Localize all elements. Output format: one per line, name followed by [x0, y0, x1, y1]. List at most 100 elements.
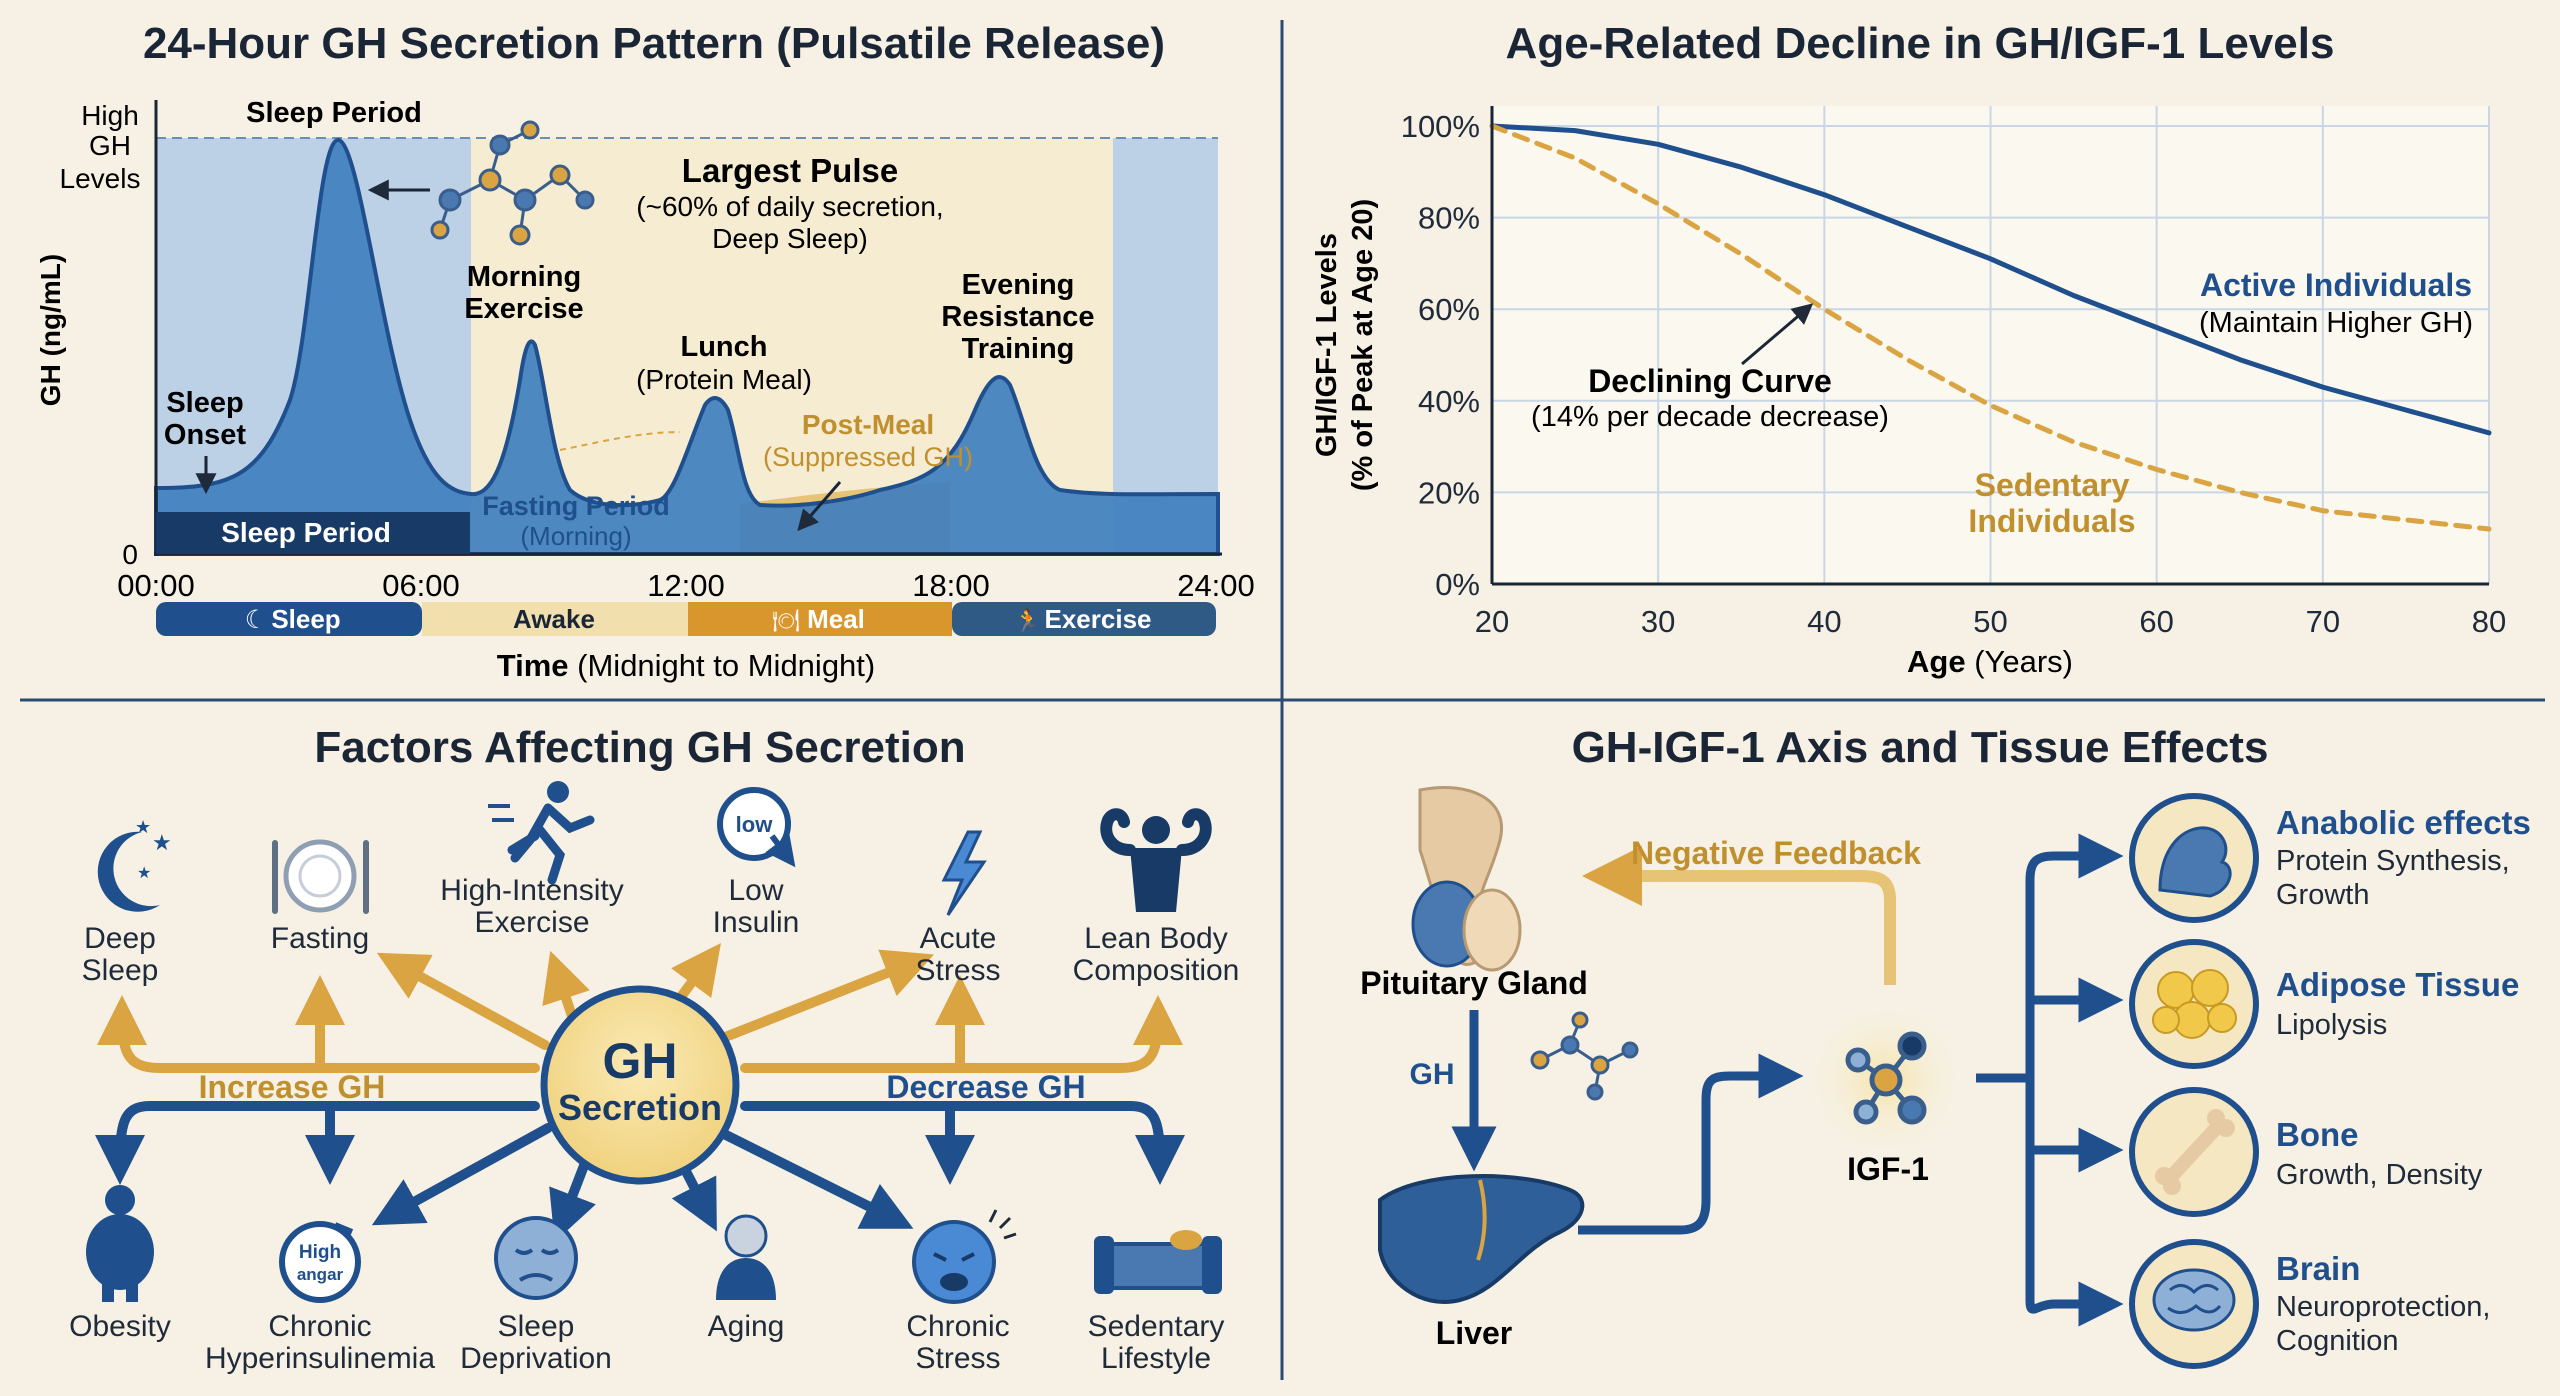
x-tick-1800: 18:00 — [912, 568, 990, 603]
igf1-label: IGF-1 — [1847, 1151, 1929, 1187]
factor-hyperinsulinemia-2: Hyperinsulinemia — [205, 1342, 435, 1375]
factor-lean-body-2: Composition — [1073, 954, 1240, 987]
fasting-trend-dashed — [559, 431, 681, 451]
effect-brain-sub2: Cognition — [2276, 1325, 2399, 1357]
largest-pulse-sub2: Deep Sleep) — [712, 223, 868, 254]
panel4-title: GH-IGF-1 Axis and Tissue Effects — [1572, 723, 2269, 772]
legend-meal-pill — [688, 602, 952, 636]
declining-curve-arrow — [1741, 303, 1814, 366]
active-title: Active Individuals — [2200, 267, 2472, 303]
factor-lean-body-1: Lean Body — [1084, 922, 1227, 955]
panel1-title: 24-Hour GH Secretion Pattern (Pulsatile … — [143, 19, 1165, 68]
factor-sedentary-2: Lifestyle — [1101, 1342, 1211, 1375]
panel-axis-effects: GH-IGF-1 Axis and Tissue Effects Pituita… — [1360, 723, 2531, 1369]
effect-anabolic-sub2: Growth — [2276, 879, 2369, 911]
high-sugar-gauge-icon: High angar — [279, 1221, 361, 1303]
effect-brain — [2129, 1239, 2259, 1369]
moon-icon: ☾ — [245, 606, 267, 634]
sleep-onset-line1: Sleep — [166, 387, 243, 419]
effect-anabolic-title: Anabolic effects — [2276, 804, 2531, 841]
muscle-icon — [2158, 826, 2232, 898]
gh-secretion-center — [540, 985, 740, 1185]
y-tick-100: 100% — [1401, 109, 1480, 144]
factor-chronic-stress-2: Stress — [915, 1342, 1000, 1375]
post-meal-title: Post-Meal — [802, 409, 934, 440]
lightning-bolt-icon — [941, 830, 987, 916]
running-person-icon — [488, 781, 595, 885]
largest-pulse-sub1: (~60% of daily secretion, — [636, 191, 943, 222]
factor-sleep-deprivation-2: Deprivation — [460, 1342, 612, 1375]
legend-sleep-pill — [156, 602, 422, 636]
increase-arrows — [97, 942, 1183, 1073]
low-badge-text: low — [736, 812, 774, 837]
gh-molecule-icon — [1530, 1011, 1639, 1101]
morning-exercise-line1: Morning — [467, 261, 581, 293]
igf1-molecule-icon — [1845, 1031, 1927, 1125]
couch-icon — [1094, 1230, 1222, 1294]
evening-line1: Evening — [962, 269, 1075, 301]
effect-bone-sub: Growth, Density — [2276, 1159, 2483, 1191]
decrease-gh-label: Decrease GH — [886, 1069, 1085, 1105]
x-tick-50: 50 — [1973, 604, 2007, 639]
factor-deep-sleep-2: Sleep — [82, 954, 159, 987]
effect-muscle — [2129, 793, 2259, 923]
high-badge-line2: angar — [297, 1265, 344, 1284]
legend-awake-label: Awake — [513, 604, 595, 634]
lunch-sub: (Protein Meal) — [636, 364, 812, 395]
y-high-line3: Levels — [60, 163, 141, 194]
factor-hiit-1: High-Intensity — [440, 874, 623, 907]
legend-exercise-label: Exercise — [1045, 604, 1152, 634]
liver-to-igf1-arrow — [1578, 1053, 1804, 1235]
sleep-band-right — [1113, 138, 1218, 554]
panel-gh-secretion-pattern: 24-Hour GH Secretion Pattern (Pulsatile … — [35, 19, 1255, 683]
x-tick-80: 80 — [2472, 604, 2506, 639]
runner-icon: 🏃 — [1014, 608, 1041, 633]
y-high-line2: GH — [89, 130, 131, 161]
molecule-icon — [430, 120, 595, 246]
factor-acute-stress-1: Acute — [920, 922, 997, 955]
effect-bone — [2129, 1087, 2259, 1217]
fasting-sub: (Morning) — [520, 521, 631, 551]
panel2-title: Age-Related Decline in GH/IGF-1 Levels — [1506, 19, 2335, 68]
y-zero: 0 — [122, 539, 138, 570]
plate-fork-knife-icon — [272, 839, 369, 914]
factor-hyperinsulinemia-1: Chronic — [268, 1310, 371, 1343]
brain-icon — [2152, 1268, 2236, 1332]
active-sub: (Maintain Higher GH) — [2199, 307, 2473, 339]
tired-face-icon — [494, 1216, 578, 1300]
x-tick-60: 60 — [2139, 604, 2173, 639]
gh-secretion-curve — [154, 137, 1220, 556]
igf1-branch-arrows — [1976, 833, 2124, 1327]
x-tick-0000: 00:00 — [117, 568, 195, 603]
post-meal-sub: (Suppressed GH) — [763, 442, 973, 472]
elderly-person-icon — [716, 1214, 776, 1300]
pituitary-gland-icon — [1411, 785, 1522, 972]
morning-exercise-line2: Exercise — [464, 293, 583, 325]
center-line1: GH — [603, 1033, 678, 1089]
factor-fasting: Fasting — [271, 922, 369, 955]
decrease-arrows — [95, 1101, 1185, 1243]
y-tick-40: 40% — [1418, 384, 1480, 419]
sleep-onset-line2: Onset — [164, 419, 247, 451]
effect-bone-title: Bone — [2276, 1116, 2359, 1153]
sedentary-line1: Sedentary — [1975, 467, 2130, 503]
gh-label: GH — [1410, 1058, 1455, 1091]
stressed-face-icon — [912, 1209, 1017, 1304]
factor-chronic-stress-1: Chronic — [906, 1310, 1009, 1343]
effect-brain-sub1: Neuroprotection, — [2276, 1291, 2490, 1323]
liver-label: Liver — [1436, 1315, 1512, 1351]
negative-feedback-label: Negative Feedback — [1631, 835, 1921, 871]
x-tick-20: 20 — [1475, 604, 1509, 639]
factor-aging: Aging — [708, 1310, 785, 1343]
y-tick-60: 60% — [1418, 292, 1480, 327]
sleep-period-box — [156, 512, 470, 554]
panel-age-decline: Age-Related Decline in GH/IGF-1 Levels 0… — [1311, 19, 2506, 679]
fat-cells-icon — [2152, 969, 2237, 1039]
bone-icon — [2155, 1109, 2235, 1195]
effect-adipose-sub: Lipolysis — [2276, 1009, 2387, 1041]
fasting-title: Fasting Period — [482, 491, 670, 521]
x-tick-70: 70 — [2306, 604, 2340, 639]
series-line-active — [1489, 123, 2492, 436]
factor-acute-stress-2: Stress — [915, 954, 1000, 987]
x-tick-30: 30 — [1641, 604, 1675, 639]
